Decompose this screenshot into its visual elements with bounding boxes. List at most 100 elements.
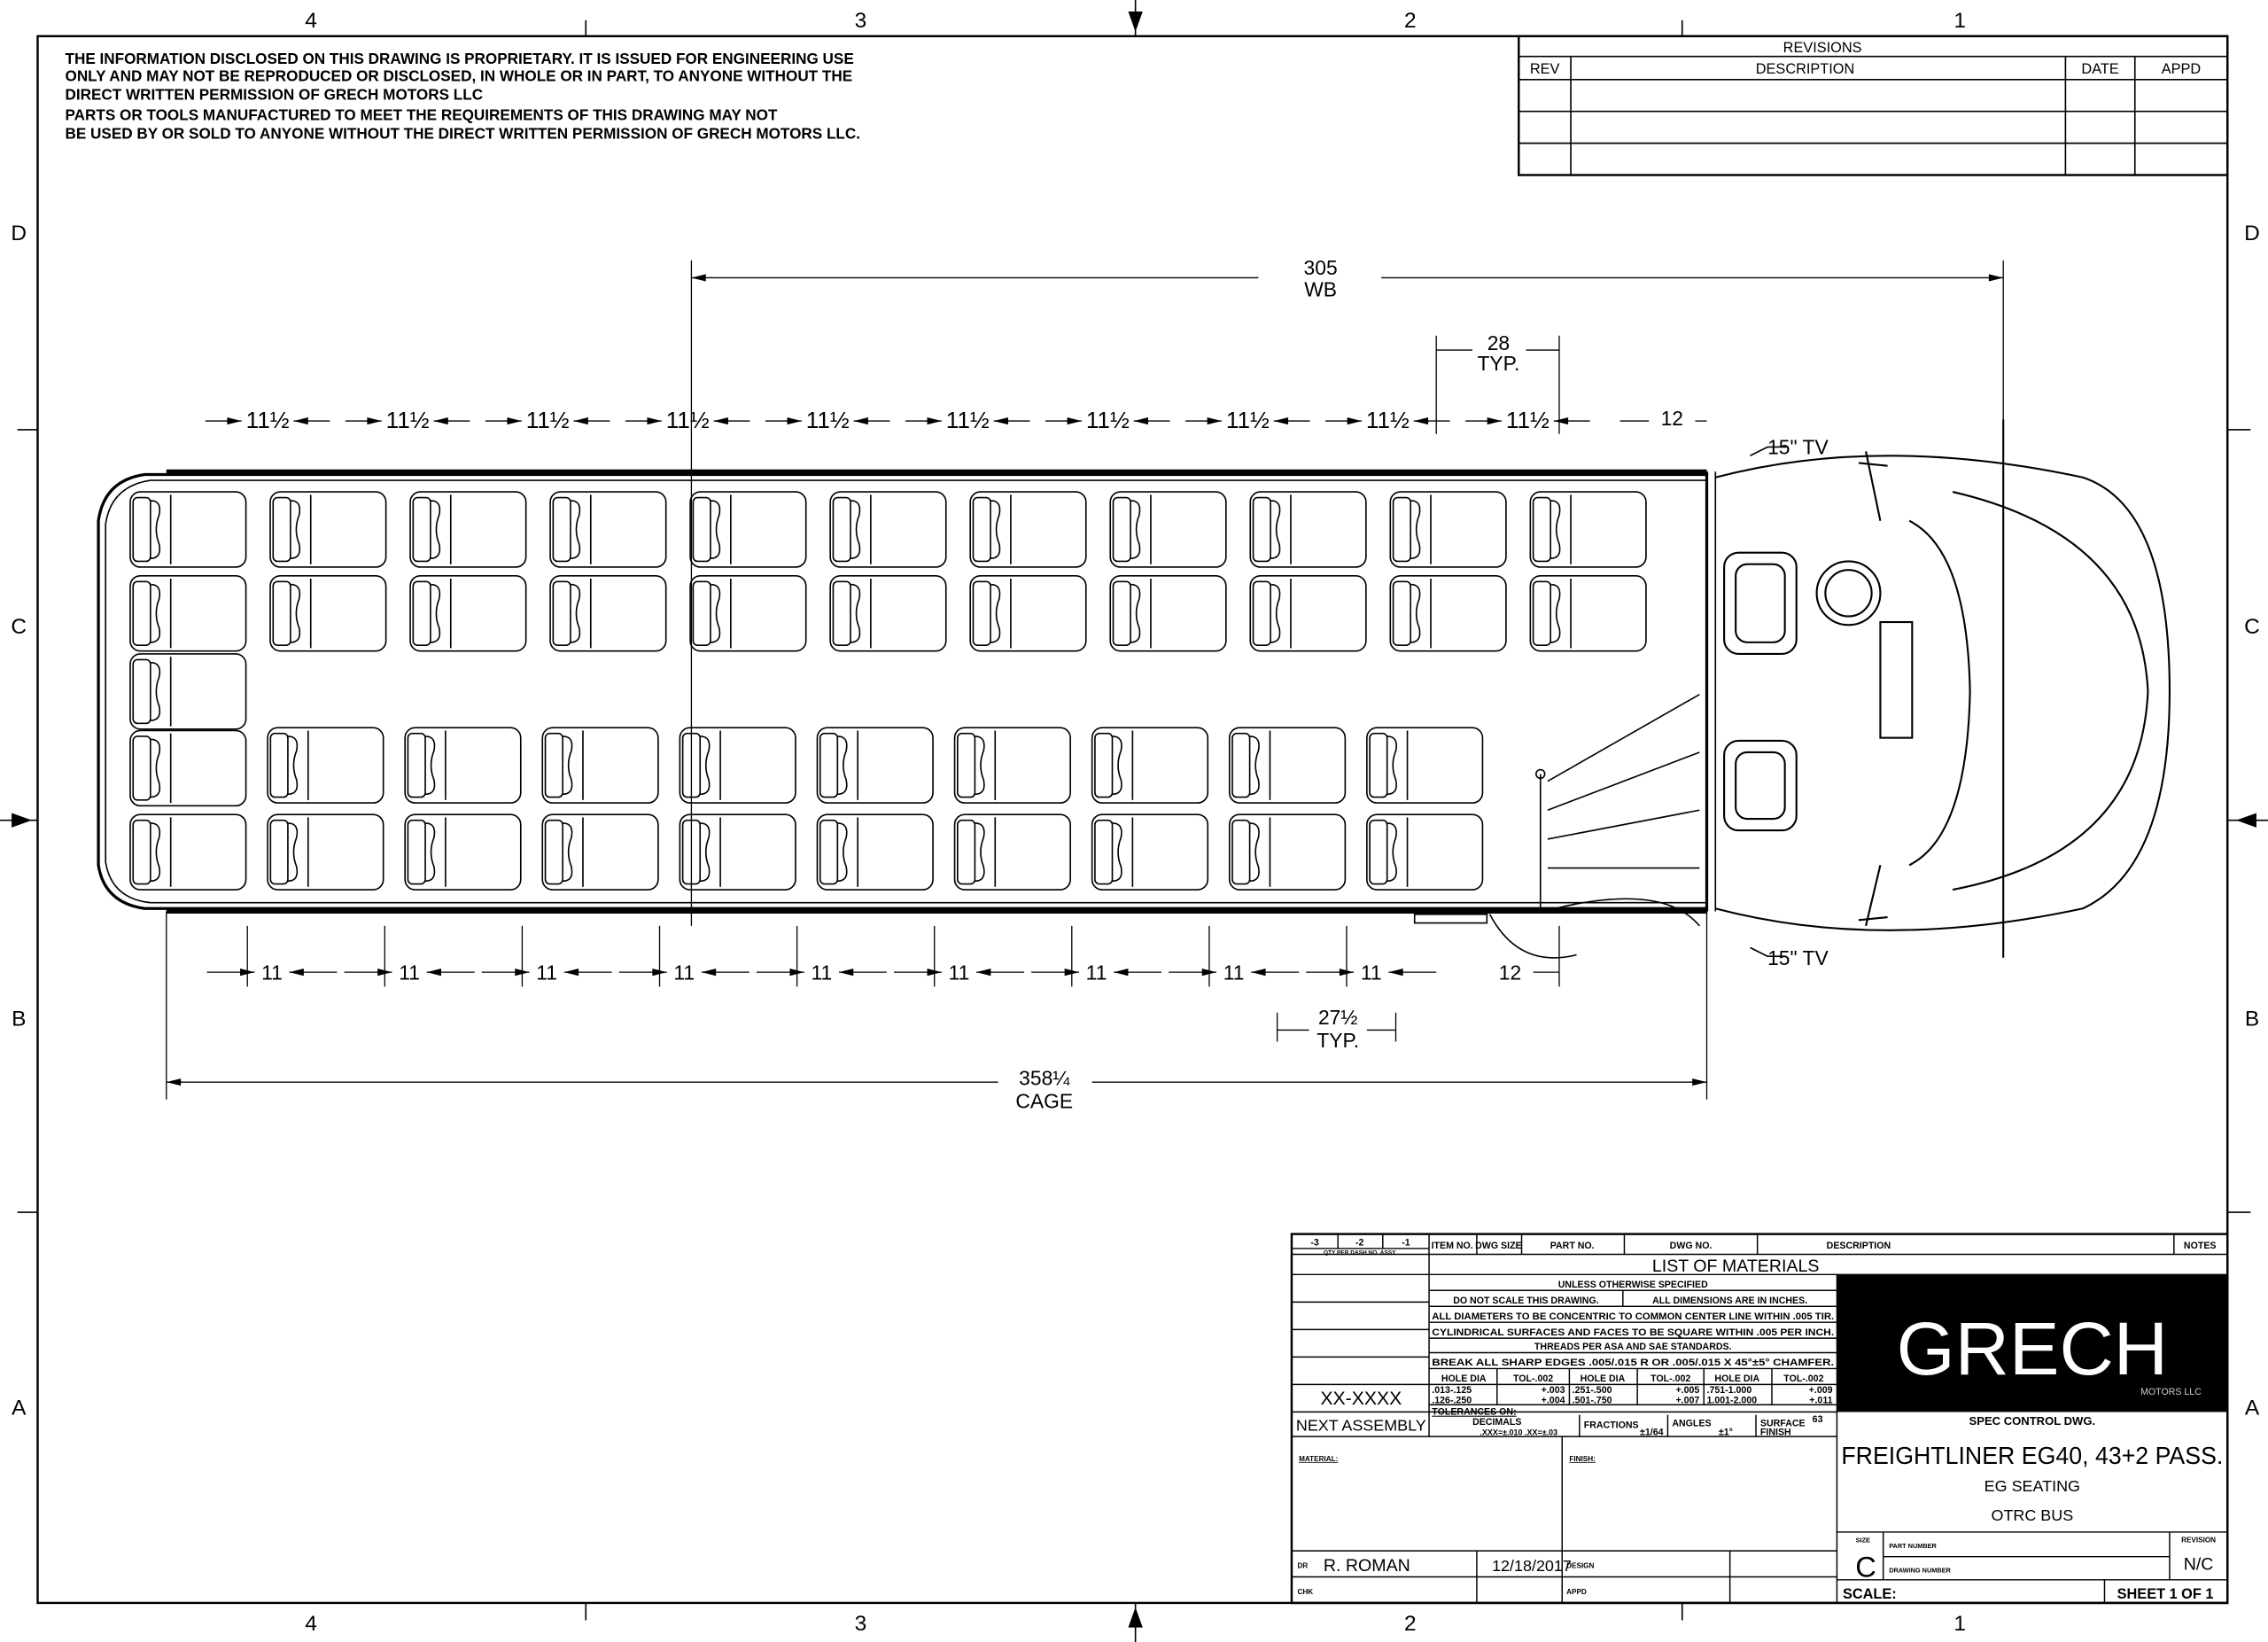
passenger-seat <box>969 491 1087 568</box>
qty-col-2: -2 <box>1355 1238 1364 1249</box>
dim-bottom-spacing: 11 <box>1223 961 1245 984</box>
dimension-lines <box>166 260 2004 1100</box>
passenger-seat <box>816 813 934 891</box>
notice-line: DIRECT WRITTEN PERMISSION OF GRECH MOTOR… <box>66 86 484 104</box>
bus-body-outline <box>97 472 1707 910</box>
drawing-subtitle-2: OTRC BUS <box>1992 1506 2074 1524</box>
dim-top-spacing: 11½ <box>526 407 570 433</box>
title-block: -3 -2 -1 QTY PER DASH NO. ASSY ITEM NO. … <box>1290 1233 2229 1605</box>
passenger-seat <box>269 574 387 652</box>
dim-pitch-bottom-value: 27½ <box>1318 1006 1357 1029</box>
dim-top-spacing: 11½ <box>946 407 990 433</box>
passenger-seat <box>969 574 1087 652</box>
part-no-header: PART NO. <box>1550 1241 1595 1251</box>
revisions-table: REVISIONS REV DESCRIPTION DATE APPD <box>1518 35 2229 176</box>
note-inches: ALL DIMENSIONS ARE IN INCHES. <box>1652 1296 1807 1306</box>
note-threads: THREADS PER ASA AND SAE STANDARDS. <box>1534 1342 1732 1352</box>
finish-label: FINISH: <box>1569 1455 1595 1463</box>
passenger-seat <box>1366 813 1484 891</box>
tol-decimals-values: .XXX=±.010 .XX=±.03 <box>1480 1428 1557 1437</box>
dim-cage-label: CAGE <box>1015 1090 1073 1113</box>
tol-angles: ANGLES <box>1672 1419 1711 1429</box>
zone-ticks <box>17 19 2251 1621</box>
passenger-seat <box>689 491 807 568</box>
dim-top-spacing: 11½ <box>666 407 710 433</box>
revisions-title: REVISIONS <box>1783 40 1862 56</box>
dashboard <box>1879 620 1914 739</box>
passenger-seat <box>129 574 247 652</box>
passenger-seat <box>1389 491 1507 568</box>
dim-bottom-spacing: 11 <box>811 961 832 984</box>
zone-col-4-bottom: 4 <box>305 1612 317 1636</box>
passenger-seat <box>541 727 659 804</box>
passenger-seats <box>129 491 1647 891</box>
passenger-seat <box>1366 727 1484 804</box>
dim-cage-value: 358¼ <box>1019 1066 1070 1089</box>
hole-cell: +.005 <box>1675 1385 1699 1396</box>
logo-background <box>1837 1274 2228 1412</box>
qty-col-1: -1 <box>1402 1238 1410 1249</box>
passenger-seat <box>269 491 387 568</box>
hole-cell: +.011 <box>1809 1396 1832 1406</box>
zone-labels: 4 3 2 1 4 3 2 1 D C B A D C B A <box>11 9 2259 1636</box>
passenger-seat <box>1109 574 1227 652</box>
part-number-label: PART NUMBER <box>1889 1542 1937 1550</box>
tv-mount-bottom <box>1858 865 1888 927</box>
passenger-seat <box>1228 813 1347 891</box>
dim-top-spacing: 11½ <box>806 407 850 433</box>
next-assembly: NEXT ASSEMBLY <box>1296 1417 1426 1435</box>
dim-top-spacing: 11½ <box>1086 407 1130 433</box>
dim-bottom-spacing: 11 <box>399 961 420 984</box>
zone-row-a-right: A <box>2245 1397 2260 1420</box>
notice-line: BE USED BY OR SOLD TO ANYONE WITHOUT THE… <box>66 125 861 143</box>
passenger-seat <box>689 574 807 652</box>
hole-cell: +.007 <box>1675 1396 1699 1406</box>
driver-cab <box>1715 419 2171 958</box>
steering-wheel <box>1815 560 1882 626</box>
hole-header: TOL-.002 <box>1783 1374 1823 1384</box>
dim-bottom-spacing: 11 <box>1086 961 1107 984</box>
zone-row-d-right: D <box>2244 222 2260 245</box>
passenger-seat <box>549 574 667 652</box>
drawn-date: 12/18/2017 <box>1492 1557 1572 1575</box>
guide-seat <box>1723 739 1798 832</box>
driver-seat <box>1723 551 1798 655</box>
dim-top-spacing: 11½ <box>1366 407 1410 433</box>
zone-col-2: 2 <box>1404 9 1417 33</box>
dim-top-spacing: 11½ <box>1506 407 1550 433</box>
rev-description-header: DESCRIPTION <box>1756 61 1854 77</box>
passenger-seat <box>404 727 522 804</box>
sheet-number: SHEET 1 OF 1 <box>2117 1586 2214 1602</box>
tol-surface-value: 63 <box>1813 1414 1823 1425</box>
dim-bottom-end: 12 <box>1499 961 1521 984</box>
svg-text:MOTORS LLC: MOTORS LLC <box>2140 1387 2202 1397</box>
drawing-number-label: DRAWING NUMBER <box>1889 1567 1951 1575</box>
passenger-seat <box>267 727 384 804</box>
note-unless: UNLESS OTHERWISE SPECIFIED <box>1558 1280 1708 1290</box>
rev-date-header: DATE <box>2081 61 2118 77</box>
dim-wb-label: WB <box>1304 278 1337 301</box>
grech-logo: GRECH MOTORS LLC <box>1897 1306 2202 1397</box>
passenger-seat <box>829 491 947 568</box>
qty-col-3: -3 <box>1310 1238 1319 1249</box>
dim-top-spacing: 11½ <box>246 407 290 433</box>
tol-fractions: FRACTIONS <box>1584 1420 1639 1430</box>
dim-pitch-top-label: TYP. <box>1477 352 1519 375</box>
zone-row-a: A <box>12 1397 27 1420</box>
svg-text:GRECH: GRECH <box>1897 1306 2169 1390</box>
assembly-number: XX-XXXX <box>1320 1389 1402 1409</box>
passenger-seat <box>1091 813 1209 891</box>
passenger-seat <box>1109 491 1227 568</box>
tolerances-label: TOLERANCES ON: <box>1432 1407 1516 1418</box>
passenger-seat <box>1529 491 1647 568</box>
hole-cell: .251-.500 <box>1573 1385 1612 1396</box>
passenger-seat <box>549 491 667 568</box>
passenger-seat <box>404 813 522 891</box>
hole-cell: .751-1.000 <box>1707 1385 1752 1396</box>
hole-header: HOLE DIA <box>1714 1374 1759 1384</box>
notes-header: NOTES <box>2184 1241 2217 1251</box>
sheet-size: C <box>1855 1551 1876 1584</box>
